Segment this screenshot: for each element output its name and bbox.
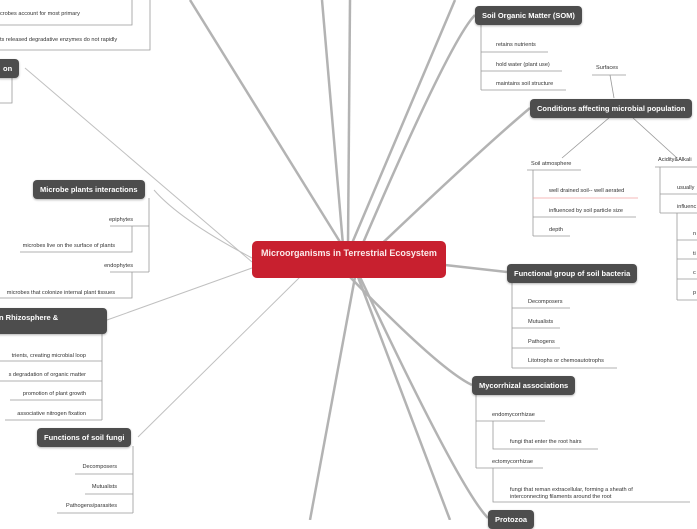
- acidity-sub-item: ti: [693, 251, 696, 257]
- endophytes-label: endophytes: [104, 263, 133, 269]
- bacteria-item: Litotrophs or chemoautotrophs: [528, 358, 604, 364]
- topic-mycorrhizal[interactable]: Mycorrhizal associations: [472, 376, 576, 395]
- topic-bacteria[interactable]: Functional group of soil bacteria: [507, 264, 638, 283]
- soil-atmosphere-item: influenced by soil particle size: [549, 208, 623, 214]
- rhizosphere-item: promotion of plant growth: [22, 391, 86, 397]
- topic-microbe-plants[interactable]: Microbe plants interactions: [33, 180, 145, 199]
- rhizosphere-item: associative nitrogen fixation: [17, 411, 86, 417]
- epiphytes-label: epiphytes: [109, 217, 133, 223]
- top-left-text-1: crobes account for most primary: [0, 11, 80, 17]
- som-item: hold water (plant use): [496, 62, 550, 68]
- acidity-sub-item: n: [693, 231, 697, 237]
- epiphytes-desc: microbes live on the surface of plants: [22, 243, 115, 249]
- acidity-item: influenc: [677, 204, 697, 210]
- fungi-item: Pathogens/parasites: [66, 503, 117, 509]
- soil-atmosphere-item: well drained soil-- well aerated: [549, 188, 625, 194]
- bacteria-item: Decomposers: [528, 299, 563, 305]
- endomycorrhizae-desc: fungi that enter the root hairs: [510, 439, 582, 445]
- acidity-sub-item: p: [693, 290, 697, 296]
- endophytes-desc: microbes that colonize internal plant ti…: [6, 290, 115, 296]
- endomycorrhizae-label: endomycorrhizae: [492, 412, 535, 418]
- fungi-item: Mutualists: [91, 484, 117, 490]
- ectomycorrhizae-desc: fungi that reman extracellular, forming …: [510, 487, 633, 500]
- bacteria-item: Mutualists: [528, 319, 554, 325]
- rhizosphere-item: trients, creating microbial loop: [11, 353, 86, 359]
- central-topic[interactable]: Microorganisms in Terrestrial Ecosystem: [252, 241, 446, 278]
- surfaces-label: Surfaces: [596, 65, 619, 71]
- acidity-sub-item: c: [693, 270, 696, 276]
- ectomycorrhizae-label: ectomycorrhizae: [492, 459, 534, 465]
- top-left-text-2: ts released degradative enzymes do not r…: [0, 37, 118, 43]
- soil-atmosphere-item: depth: [549, 227, 563, 233]
- topic-som[interactable]: Soil Organic Matter (SOM): [475, 6, 582, 25]
- topic-rhizosphere[interactable]: n Rhizosphere &: [0, 308, 107, 334]
- topic-partial[interactable]: on: [0, 59, 20, 78]
- fungi-item: Decomposers: [82, 464, 117, 470]
- acidity-item: usually: [677, 185, 695, 191]
- rhizosphere-item: s degradation of organic matter: [8, 372, 86, 378]
- soil-atmosphere-label: Soil atmosphere: [531, 161, 572, 167]
- bacteria-item: Pathogens: [528, 339, 555, 345]
- topic-soil-fungi[interactable]: Functions of soil fungi: [37, 428, 132, 447]
- acidity-label: Acidity&Alkali: [658, 157, 692, 163]
- som-item: retains nutrients: [496, 42, 536, 48]
- topic-conditions[interactable]: Conditions affecting microbial populatio…: [530, 99, 693, 118]
- som-item: maintains soil structure: [496, 81, 554, 87]
